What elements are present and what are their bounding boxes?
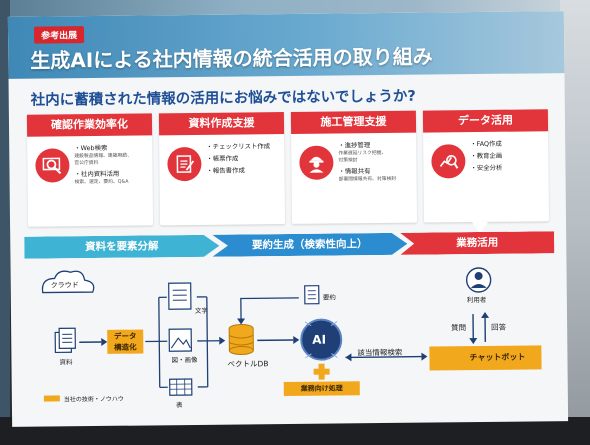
card-line: ・チェックリスト作成 [206,142,271,151]
table-icon [169,378,193,396]
card-title: 資料作成支援 [158,112,285,136]
reference-badge: 参考出展 [33,26,85,44]
summary-label: 要約 [322,293,336,302]
card-line: ・安全分析 [470,163,503,173]
step-decompose: 資料を要素分解 [24,235,219,259]
process-steps: 資料を要素分解 要約生成（検索性向上） 業務活用 [24,231,554,259]
question-label: 質問 [451,323,467,333]
search-icon [35,148,70,183]
card-title: 確認作業効率化 [26,113,153,137]
card-data-utilization: データ活用 ・FAQ作成・教育企画・安全分析 [422,109,550,223]
step-summarize: 要約生成（検索性向上） [212,233,407,257]
card-line: ・報告書作成 [206,166,245,175]
document-label: 資料 [59,358,73,367]
worker-icon [299,145,334,180]
search-label: 該当情報検索 [357,347,403,358]
cloud-label: クラウド [50,281,79,290]
answer-label: 回答 [491,322,507,332]
table-label: 表 [175,401,183,410]
card-body: ・FAQ作成・教育企画・安全分析 [470,139,546,173]
diagram-connectors [41,267,492,402]
card-line: 部署間情報共有、対策検討 [338,176,397,183]
user-label: 利用者 [466,295,487,305]
vector-db-label: ベクトルDB [227,359,269,369]
step-business-use: 業務活用 [400,231,554,255]
data-structuring-box: データ 構造化 [107,329,144,354]
card-title: データ活用 [422,109,549,133]
card-body: ・進捗管理作業遅延リスク把握、対策検討・情報共有部署間情報共有、対策検討 [338,141,414,184]
panel-title: 生成AIによる社内情報の統合活用の取り組み [30,44,433,73]
card-body: ・Web検索建設製品情報、建築用語、官公庁資料・社内資料活用検索、選定、要約、Q… [74,143,150,186]
panel-subtitle: 社内に蓄積された情報の活用にお悩みではないでしょうか? [30,88,416,109]
legend-label: 当社の技術・ノウハウ [63,395,124,404]
legend-swatch [43,395,60,402]
ai-label: AI [312,332,327,347]
architecture-diagram: クラウド 資料 データ 構造化 文字 図・画像 表 ベクトルDB 要約 AI 業… [20,255,562,427]
cloud-icon [41,270,95,294]
chatbot-box: チャットボット [429,345,542,371]
card-line: 官公庁資料 [74,160,99,167]
panel-header: 参考出展 生成AIによる社内情報の統合活用の取り組み [7,11,565,79]
text-document-icon [168,282,192,310]
ai-brain-icon [301,319,342,360]
card-line: ・帳票作成 [206,154,239,163]
card-document-support: 資料作成支援 ・チェックリスト作成・帳票作成・報告書作成 [158,112,286,226]
card-body: ・チェックリスト作成・帳票作成・報告書作成 [206,142,282,176]
image-label: 図・画像 [171,355,198,365]
exhibition-panel: 参考出展 生成AIによる社内情報の統合活用の取り組み 社内に蓄積された情報の活用… [7,11,569,427]
checklist-icon [167,146,202,182]
background-left [0,0,10,445]
feature-cards: 確認作業効率化 ・Web検索建設製品情報、建築用語、官公庁資料・社内資料活用検索… [26,109,550,227]
card-line: 検索、選定、要約、Q&A [74,179,129,186]
card-title: 施工管理支援 [290,110,417,134]
card-construction-management: 施工管理支援 ・進捗管理作業遅延リスク把握、対策検討・情報共有部署間情報共有、対… [290,110,418,224]
analytics-icon [431,144,466,179]
card-line: ・教育企画 [470,151,503,161]
card-verification-efficiency: 確認作業効率化 ・Web検索建設製品情報、建築用語、官公庁資料・社内資料活用検索… [26,113,154,227]
text-label: 文字 [194,306,208,315]
business-processing-box: 業務向け処理 [283,381,360,397]
card-line: ・FAQ作成 [470,139,502,149]
card-line: 対策検討 [338,158,358,164]
